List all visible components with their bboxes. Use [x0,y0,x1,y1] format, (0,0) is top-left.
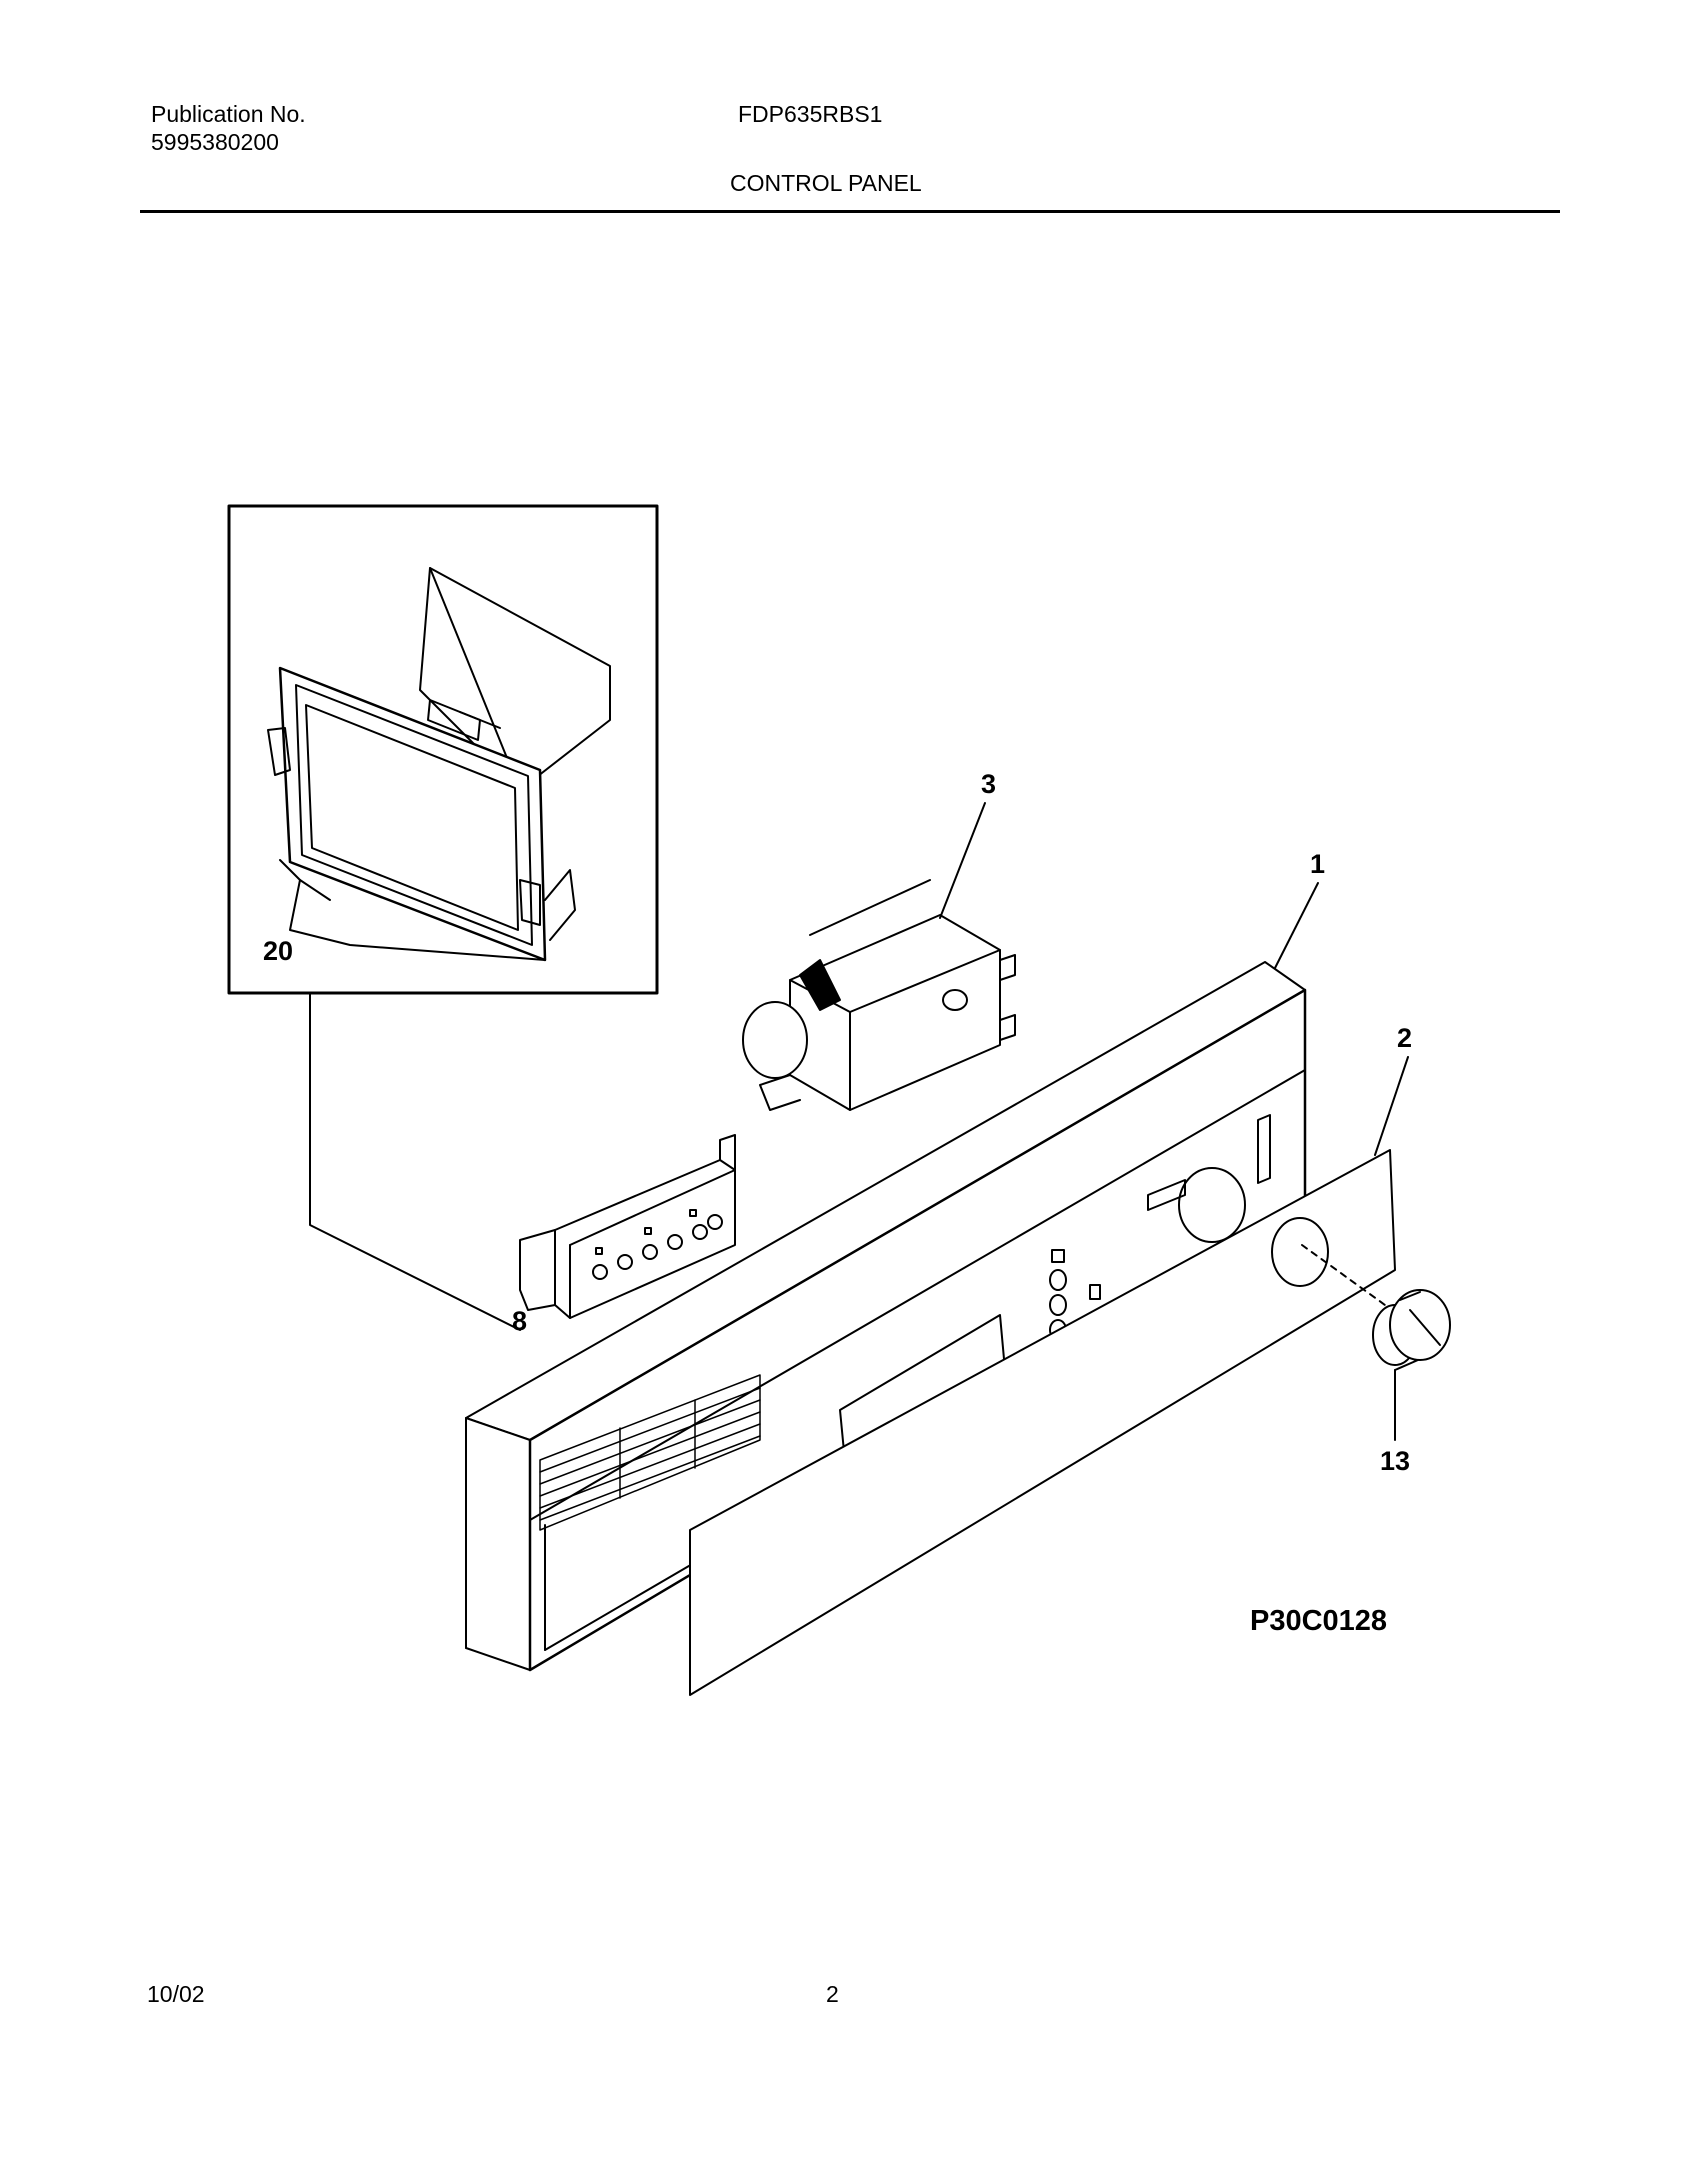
callout-panel: 1 [1310,849,1325,879]
panel-leader-line [1274,882,1319,969]
knob-illustration [1372,1289,1451,1371]
inset-part-illustration [267,567,611,962]
section-title: CONTROL PANEL [730,170,922,196]
publication-number: 5995380200 [151,129,279,155]
callout-timer: 3 [981,769,996,799]
inset-leader-line [309,992,521,1331]
diagram-reference-code: P30C0128 [1250,1605,1387,1637]
model-number: FDP635RBS1 [738,101,883,127]
overlay-illustration [689,1149,1396,1696]
header-rule [140,210,1560,213]
timer-illustration [742,879,1016,1111]
footer-page-number: 2 [826,1981,839,2007]
callout-overlay: 2 [1397,1023,1412,1053]
timer-leader-line [939,802,986,919]
switch-board-illustration [519,1134,736,1319]
callout-knob: 13 [1380,1446,1410,1476]
footer-date: 10/02 [147,1981,205,2007]
knob-hole [1178,1167,1246,1243]
callout-switch-board: 8 [512,1306,527,1336]
inset-box: 20 [227,504,659,995]
vent-grille [539,1374,761,1531]
control-panel-illustration [465,961,1307,1672]
publication-label: Publication No. [151,101,306,127]
overlay-leader-line [1374,1056,1409,1156]
callout-inset-part: 20 [263,936,293,966]
